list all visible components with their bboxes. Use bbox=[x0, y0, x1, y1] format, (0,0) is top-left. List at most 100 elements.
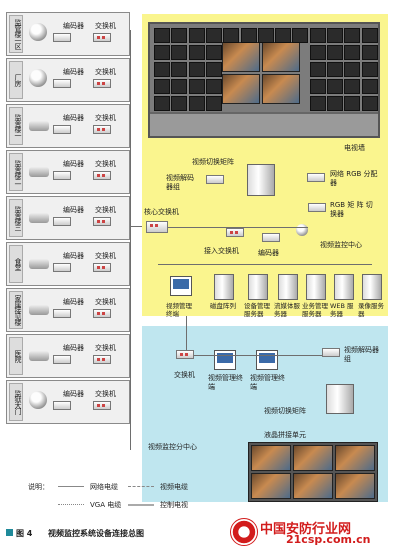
site-label: 家属接见楼 bbox=[9, 291, 23, 329]
tv-screen-main bbox=[222, 42, 260, 72]
encoder-label: 编码器 bbox=[63, 68, 84, 76]
server-bus-line bbox=[158, 264, 372, 265]
center-encoder-device bbox=[262, 233, 280, 242]
server-rack bbox=[334, 274, 354, 300]
camera-icon bbox=[29, 121, 49, 131]
server-rack bbox=[306, 274, 326, 300]
tv-tile bbox=[309, 79, 326, 94]
encoder-label: 编码器 bbox=[63, 252, 84, 260]
encoder-device bbox=[53, 171, 71, 180]
tv-tile bbox=[205, 28, 222, 43]
tv-tile bbox=[188, 28, 205, 43]
branch-mgmt-terminal-2 bbox=[256, 350, 278, 370]
switch-device bbox=[93, 309, 111, 318]
switch-device bbox=[93, 171, 111, 180]
tv-tile bbox=[171, 45, 188, 60]
tv-screen-main-3 bbox=[222, 74, 260, 104]
tv-tile bbox=[188, 79, 205, 94]
server-label: 流媒体服务器 bbox=[274, 302, 300, 318]
tv-tile bbox=[171, 28, 188, 43]
lcd-panel-6 bbox=[335, 473, 375, 499]
site-panel: 监管楼一区编码器交换机 bbox=[6, 12, 130, 56]
tv-tile bbox=[361, 96, 378, 111]
site-label: 监狱大门 bbox=[9, 383, 23, 421]
switch-device bbox=[93, 401, 111, 410]
rgb-matrix-label: RGB 矩 阵 切换器 bbox=[330, 201, 373, 218]
site-panel: 监狱大门编码器交换机 bbox=[6, 380, 130, 424]
lcd-panel-4 bbox=[251, 473, 291, 499]
camera-icon bbox=[29, 23, 47, 41]
video-matrix-rack bbox=[247, 164, 275, 196]
branch-bus-line bbox=[194, 355, 322, 356]
server-label: 业务管理服务器 bbox=[302, 302, 328, 318]
tv-tile bbox=[205, 62, 222, 77]
figure-caption-bar: 图 4 视频监控系统设备连接总图 中国安防行业网 21csp.com.cn bbox=[0, 518, 400, 547]
switch-label: 交换机 bbox=[95, 160, 116, 168]
site-panel: 监舍楼一编码器交换机 bbox=[6, 104, 130, 148]
encoder-device bbox=[53, 125, 71, 134]
branch-switch-label: 交换机 bbox=[174, 371, 195, 379]
tv-tile bbox=[188, 96, 205, 111]
encoder-label: 编码器 bbox=[63, 298, 84, 306]
video-matrix-label: 视频切换矩阵 bbox=[192, 158, 234, 166]
encoder-label: 编码器 bbox=[63, 160, 84, 168]
site-panel: 监舍楼三编码器交换机 bbox=[6, 196, 130, 240]
site-label: 厂房 bbox=[9, 61, 23, 99]
tv-tile bbox=[309, 28, 326, 43]
rgb-distributor-label: 网络 RGB 分配器 bbox=[330, 170, 378, 187]
legend-video: 视频电缆 bbox=[160, 483, 188, 491]
tv-tile bbox=[171, 79, 188, 94]
switch-device bbox=[93, 355, 111, 364]
encoder-device bbox=[53, 33, 71, 42]
branch-switch-device bbox=[176, 350, 194, 359]
switch-device bbox=[93, 79, 111, 88]
site-panel: 监舍楼二 编码器 交换机 bbox=[6, 150, 130, 194]
branch-decoder-device bbox=[322, 348, 340, 357]
decoder-group-label: 视频解码器组 bbox=[166, 174, 194, 191]
access-switch-label: 接入交换机 bbox=[204, 247, 239, 255]
tv-tile bbox=[171, 96, 188, 111]
server-rack bbox=[214, 274, 234, 300]
tv-screen-main-4 bbox=[262, 74, 300, 104]
encoder-device bbox=[53, 217, 71, 226]
server-label: 磁盘阵列 bbox=[210, 302, 236, 310]
watermark-name: 中国安防行业网 bbox=[260, 522, 352, 537]
camera-icon bbox=[29, 391, 47, 409]
branch-mgmt2-label: 视频管理终端 bbox=[250, 374, 285, 391]
branch-matrix-label: 视频切换矩阵 bbox=[264, 407, 306, 415]
switch-device bbox=[93, 217, 111, 226]
encoder-device bbox=[53, 355, 71, 364]
tv-tile bbox=[154, 45, 170, 60]
branch-mgmt1-label: 视频管理终端 bbox=[208, 374, 243, 391]
server-label: WEB 服务器 bbox=[330, 302, 354, 318]
site-label: 监舍楼二 bbox=[9, 153, 23, 191]
tv-tile bbox=[344, 62, 361, 77]
trunk-line bbox=[130, 30, 131, 450]
lcd-label: 液晶拼接单元 bbox=[264, 431, 306, 439]
legend-network-line bbox=[58, 486, 84, 487]
lcd-panel-2 bbox=[293, 445, 333, 471]
switch-label: 交换机 bbox=[95, 206, 116, 214]
mgmt-terminal bbox=[170, 276, 192, 296]
tv-tile bbox=[327, 96, 343, 111]
switch-label: 交换机 bbox=[95, 22, 116, 30]
tv-tile bbox=[361, 45, 378, 60]
site-panel: 家属接见楼编码器交换机 bbox=[6, 288, 130, 332]
legend-vga: VGA 电缆 bbox=[90, 501, 122, 509]
encoder-device bbox=[53, 79, 71, 88]
switch-label: 交换机 bbox=[95, 344, 116, 352]
site-panel: 厂房编码器交换机 bbox=[6, 58, 130, 102]
camera-icon bbox=[29, 69, 47, 87]
legend-prefix: 说明： bbox=[28, 483, 49, 491]
caption-text: 视频监控系统设备连接总图 bbox=[48, 529, 144, 538]
decoder-group-device bbox=[206, 175, 224, 184]
center-camera-icon bbox=[296, 224, 308, 236]
tv-tile bbox=[327, 45, 343, 60]
branch-matrix-rack bbox=[326, 384, 354, 414]
server-label: 录像服务器 bbox=[358, 302, 384, 318]
tv-tile bbox=[327, 28, 343, 43]
watermark-logo-icon bbox=[230, 518, 258, 546]
camera-icon bbox=[29, 167, 49, 177]
tv-wall-label: 电视墙 bbox=[344, 144, 365, 152]
rgb-matrix-device bbox=[308, 203, 326, 212]
